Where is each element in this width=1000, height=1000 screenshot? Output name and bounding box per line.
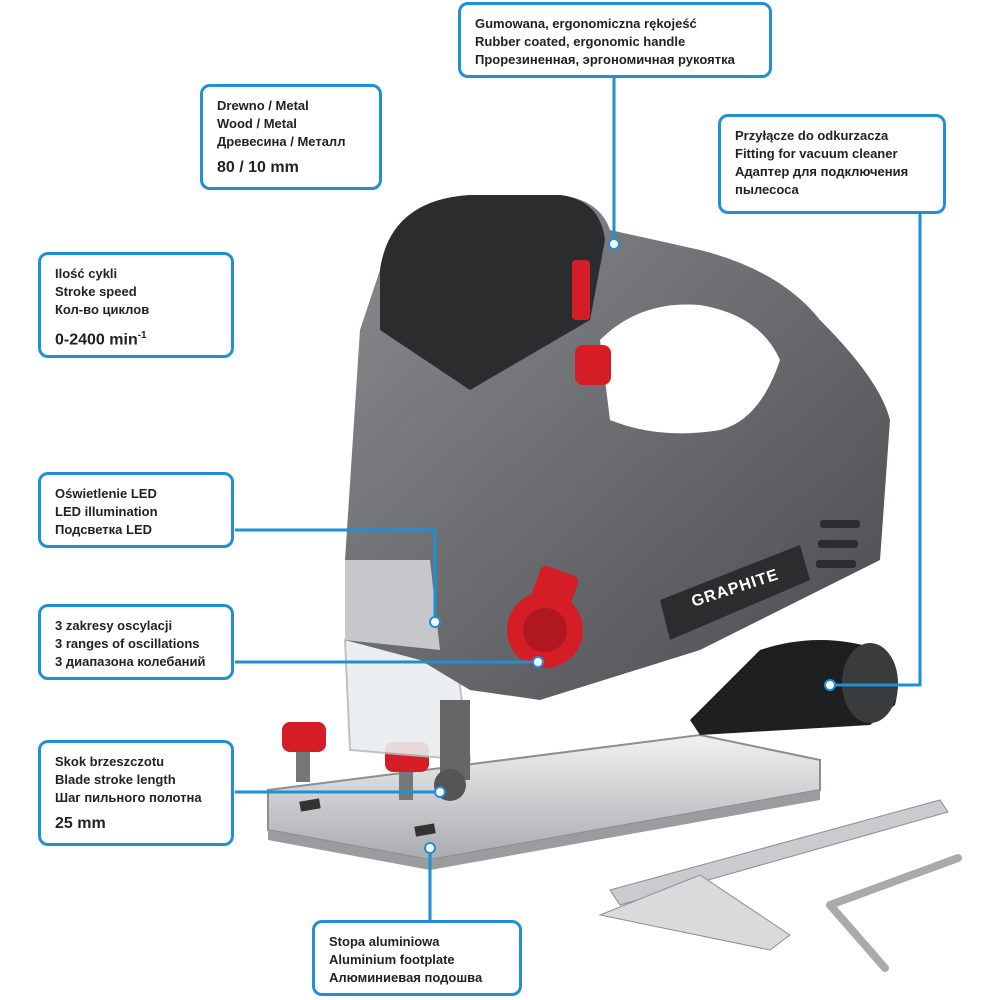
- callout-line: Древесина / Металл: [217, 134, 346, 149]
- callout-line: 3 zakresy oscylacji: [55, 618, 173, 633]
- callout-footplate: Stopa aluminiowa Aluminium footplate Алю…: [312, 920, 522, 996]
- callout-vacuum: Przyłącze do odkurzacza Fitting for vacu…: [718, 114, 946, 214]
- stroke-speed-number: 0-2400 min: [55, 331, 138, 349]
- stroke-speed-value: 0-2400 min-1: [55, 327, 217, 349]
- vacuum-adapter: [690, 640, 898, 735]
- callout-line: Алюминиевая подошва: [329, 970, 483, 985]
- parallel-guide: [598, 799, 949, 951]
- callout-line: 3 ranges of oscillations: [55, 636, 200, 651]
- callout-line: Blade stroke length: [55, 772, 176, 787]
- callout-line: Ilość cykli: [55, 266, 118, 281]
- callout-handle: Gumowana, ergonomiczna rękojeść Rubber c…: [458, 2, 772, 78]
- callout-oscillation: 3 zakresy oscylacji 3 ranges of oscillat…: [38, 604, 234, 680]
- callout-line: Кол-во циклов: [55, 302, 150, 317]
- callout-line: Skok brzeszczotu: [55, 754, 165, 769]
- callout-line: Aluminium footplate: [329, 952, 455, 967]
- callout-stroke-speed: Ilość cykli Stroke speed Кол-во циклов 0…: [38, 252, 234, 358]
- callout-line: Прорезиненная, эргономичная рукоятка: [475, 52, 735, 67]
- callout-line: Gumowana, ergonomiczna rękojeść: [475, 16, 697, 31]
- footplate: [267, 733, 821, 870]
- callout-line: Rubber coated, ergonomic handle: [475, 34, 686, 49]
- callout-led: Oświetlenie LED LED illumination Подсвет…: [38, 472, 234, 548]
- callout-blade-stroke: Skok brzeszczotu Blade stroke length Шаг…: [38, 740, 234, 846]
- callout-line: Шаг пильного полотна: [55, 790, 202, 805]
- callout-line: Przyłącze do odkurzacza: [735, 128, 889, 143]
- blade-stroke-value: 25 mm: [55, 815, 106, 832]
- callout-connectors: [235, 76, 922, 920]
- callout-line: LED illumination: [55, 504, 158, 519]
- callout-line: Подсветка LED: [55, 522, 153, 537]
- callout-line: Fitting for vacuum cleaner: [735, 146, 898, 161]
- cutting-capacity-value: 80 / 10 mm: [217, 159, 299, 176]
- callout-line: пылесоса: [735, 182, 799, 197]
- callout-line: Oświetlenie LED: [55, 486, 157, 501]
- callout-material: Drewno / Metal Wood / Metal Древесина / …: [200, 84, 382, 190]
- callout-line: 3 диапазона колебаний: [55, 654, 206, 669]
- callout-line: Stroke speed: [55, 284, 137, 299]
- oscillation-dial: [507, 565, 583, 668]
- callout-dots: [424, 238, 836, 854]
- callout-line: Stopa aluminiowa: [329, 934, 440, 949]
- jigsaw-body: [345, 195, 890, 700]
- callout-line: Drewno / Metal: [217, 98, 309, 113]
- callout-line: Wood / Metal: [217, 116, 297, 131]
- hex-key: [826, 854, 962, 972]
- callout-line: Адаптер для подключения: [735, 164, 909, 179]
- stroke-speed-unit-exponent: -1: [137, 330, 147, 341]
